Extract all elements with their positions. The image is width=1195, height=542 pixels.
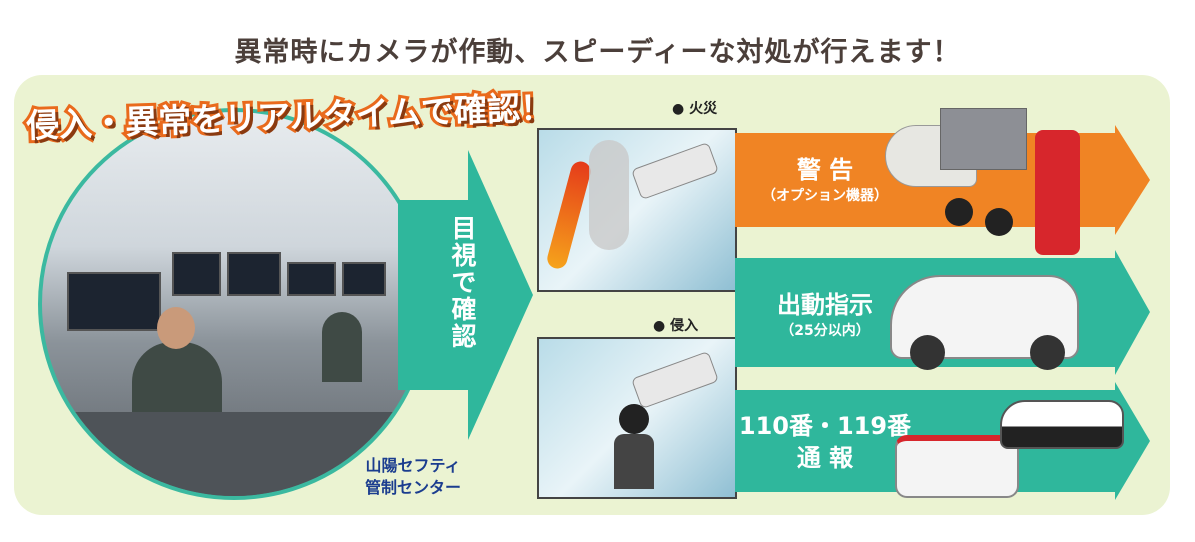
dispatch-title: 出動指示 <box>777 291 873 319</box>
fire-icon <box>545 159 593 271</box>
big-arrow <box>398 150 533 440</box>
camera-icon <box>631 350 719 410</box>
floodlight-icon <box>945 198 973 226</box>
dispatch-action: 出動指示 （25分以内） <box>745 285 905 340</box>
report-subtitle: 通 報 <box>796 444 854 472</box>
warning-title: 警 告 <box>796 156 854 184</box>
control-box-icon <box>940 108 1027 170</box>
control-room-photo <box>38 108 430 500</box>
fire-label: ● 火災 <box>672 101 718 117</box>
warning-subtitle: （オプション機器） <box>762 188 888 204</box>
page-title: 異常時にカメラが作動、スピーディーな対処が行えます！ <box>234 37 961 68</box>
control-center-label: 山陽セフティ 管制センター <box>365 455 461 499</box>
control-center-line1: 山陽セフティ <box>365 456 461 475</box>
ambulance-icon <box>895 435 1019 498</box>
intrusion-camera-scene <box>537 337 737 499</box>
fire-camera-scene <box>537 128 737 292</box>
camera-icon <box>631 141 719 201</box>
control-center-line2: 管制センター <box>365 478 462 497</box>
siren-icon <box>1035 130 1080 255</box>
intruder-icon <box>619 404 649 434</box>
report-action: 110番・119番 通 報 <box>735 410 915 474</box>
smoke-icon <box>589 140 629 250</box>
police-car-icon <box>1000 400 1124 449</box>
visual-check-label: 目視で確認 <box>448 215 477 350</box>
dispatch-subtitle: （25分以内） <box>780 323 870 339</box>
report-title: 110番・119番 <box>738 412 912 440</box>
intrusion-label: ● 侵入 <box>653 318 699 334</box>
warning-action: 警 告 （オプション機器） <box>745 150 905 205</box>
